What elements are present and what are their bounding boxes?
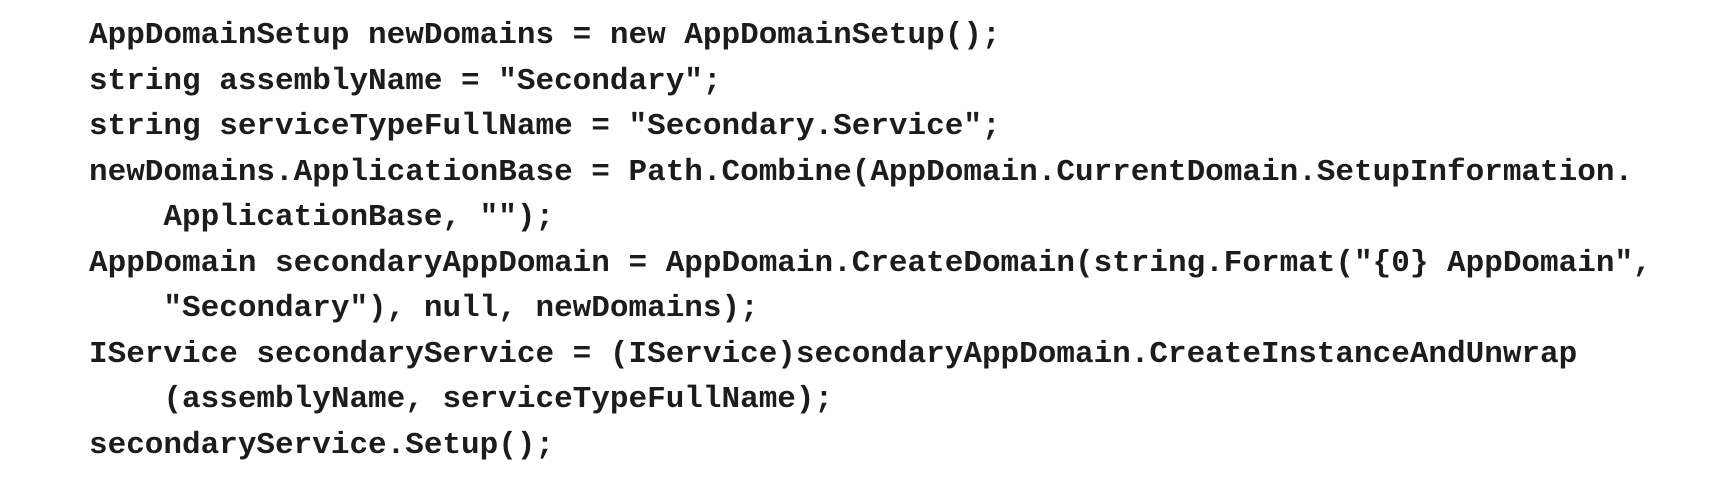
code-line: newDomains.ApplicationBase = Path.Combin…	[89, 154, 1634, 190]
code-line: AppDomain secondaryAppDomain = AppDomain…	[89, 245, 1652, 281]
code-line: "Secondary"), null, newDomains);	[89, 291, 759, 326]
code-line: IService secondaryService = (IService)se…	[89, 336, 1578, 372]
code-listing: AppDomainSetup newDomains = new AppDomai…	[89, 13, 1652, 468]
code-line: (assemblyName, serviceTypeFullName);	[89, 382, 834, 417]
code-line: secondaryService.Setup();	[89, 427, 555, 463]
code-line: ApplicationBase, "");	[89, 200, 555, 235]
code-line: AppDomainSetup newDomains = new AppDomai…	[89, 18, 1001, 53]
code-line: string serviceTypeFullName = "Secondary.…	[89, 109, 1001, 144]
code-line: string assemblyName = "Secondary";	[89, 63, 722, 99]
